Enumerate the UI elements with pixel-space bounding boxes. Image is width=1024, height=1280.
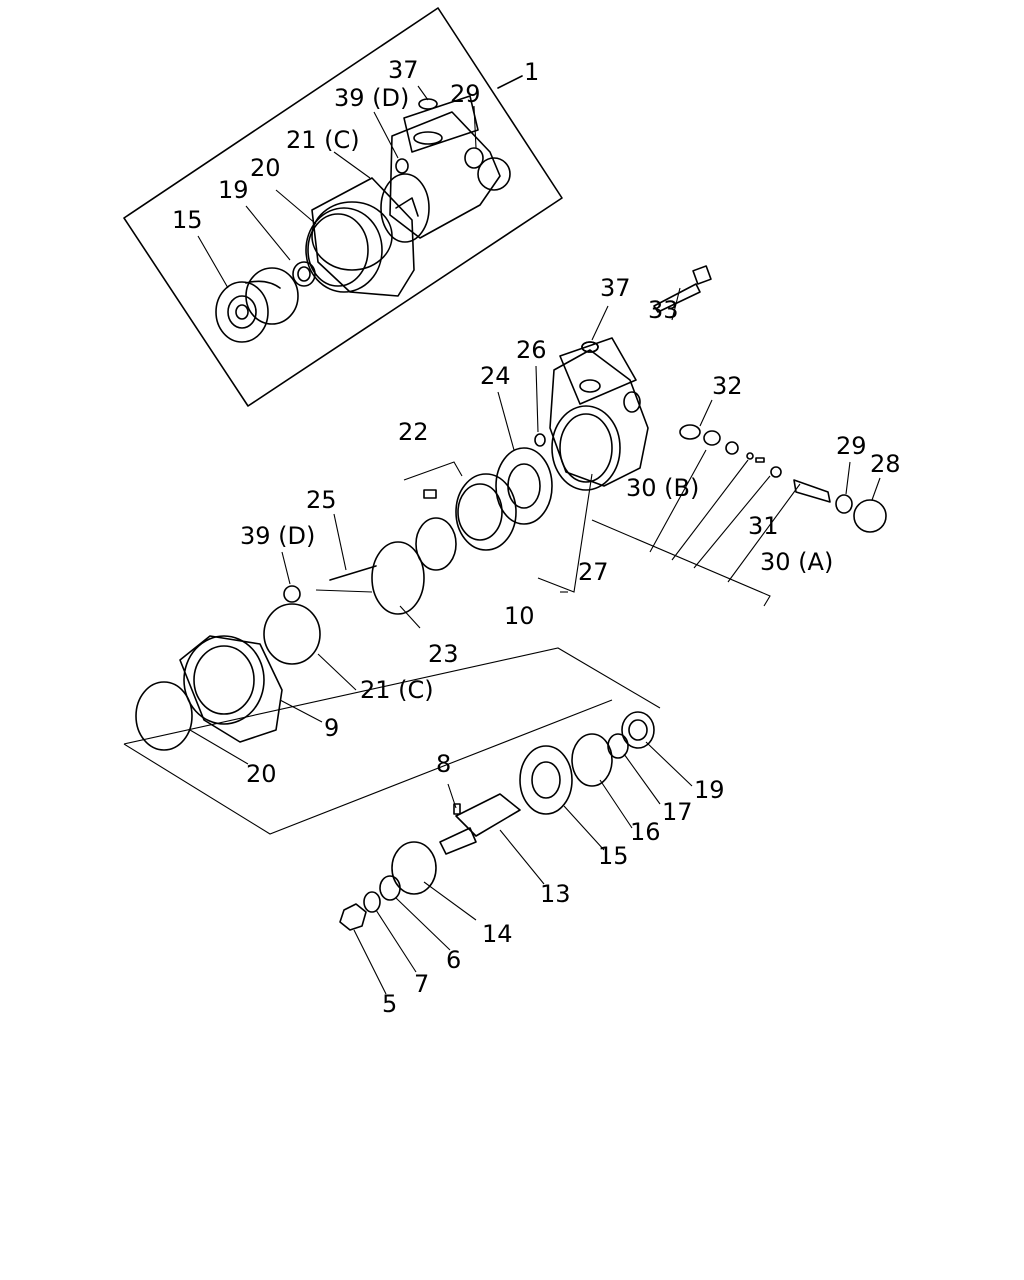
assembly-frame-1 xyxy=(123,7,563,407)
label-19: 19 xyxy=(218,176,249,204)
label-29: 29 xyxy=(450,80,481,108)
label-10: 10 xyxy=(504,602,535,630)
label-30a: 30 (A) xyxy=(760,548,833,576)
label-22: 22 xyxy=(398,418,429,446)
shaft-and-hardware xyxy=(339,711,655,931)
label-9: 9 xyxy=(324,714,339,742)
label-15: 15 xyxy=(598,842,629,870)
label-39d: 39 (D) xyxy=(334,84,409,112)
leader-lines xyxy=(189,85,881,995)
label-6: 6 xyxy=(446,946,461,974)
label-31: 31 xyxy=(748,512,779,540)
label-32: 32 xyxy=(712,372,743,400)
label-37: 37 xyxy=(600,274,631,302)
label-7: 7 xyxy=(414,970,429,998)
label-21c: 21 (C) xyxy=(286,126,360,154)
label-20: 20 xyxy=(250,154,281,182)
label-1: 1 xyxy=(524,58,539,86)
label-33: 33 xyxy=(648,296,679,324)
label-29: 29 xyxy=(836,432,867,460)
label-5: 5 xyxy=(382,990,397,1018)
label-15: 15 xyxy=(172,206,203,234)
label-26: 26 xyxy=(516,336,547,364)
label-20: 20 xyxy=(246,760,277,788)
label-27: 27 xyxy=(578,558,609,586)
leader-brackets xyxy=(403,449,801,607)
label-30b: 30 (B) xyxy=(626,474,699,502)
pump-body-assembly xyxy=(263,265,887,665)
label-19: 19 xyxy=(694,776,725,804)
label-24: 24 xyxy=(480,362,511,390)
part-labels: 1 37 39 (D) 29 21 (C) 20 19 15 37 33 26 … xyxy=(172,56,901,1018)
label-13: 13 xyxy=(540,880,571,908)
label-8: 8 xyxy=(436,750,451,778)
label-14: 14 xyxy=(482,920,513,948)
label-21c: 21 (C) xyxy=(360,676,434,704)
label-25: 25 xyxy=(306,486,337,514)
label-28: 28 xyxy=(870,450,901,478)
label-37: 37 xyxy=(388,56,419,84)
label-23: 23 xyxy=(428,640,459,668)
front-housing-assembly xyxy=(123,635,661,835)
label-17: 17 xyxy=(662,798,693,826)
assembled-pump xyxy=(215,95,511,343)
label-16: 16 xyxy=(630,818,661,846)
label-39d: 39 (D) xyxy=(240,522,315,550)
